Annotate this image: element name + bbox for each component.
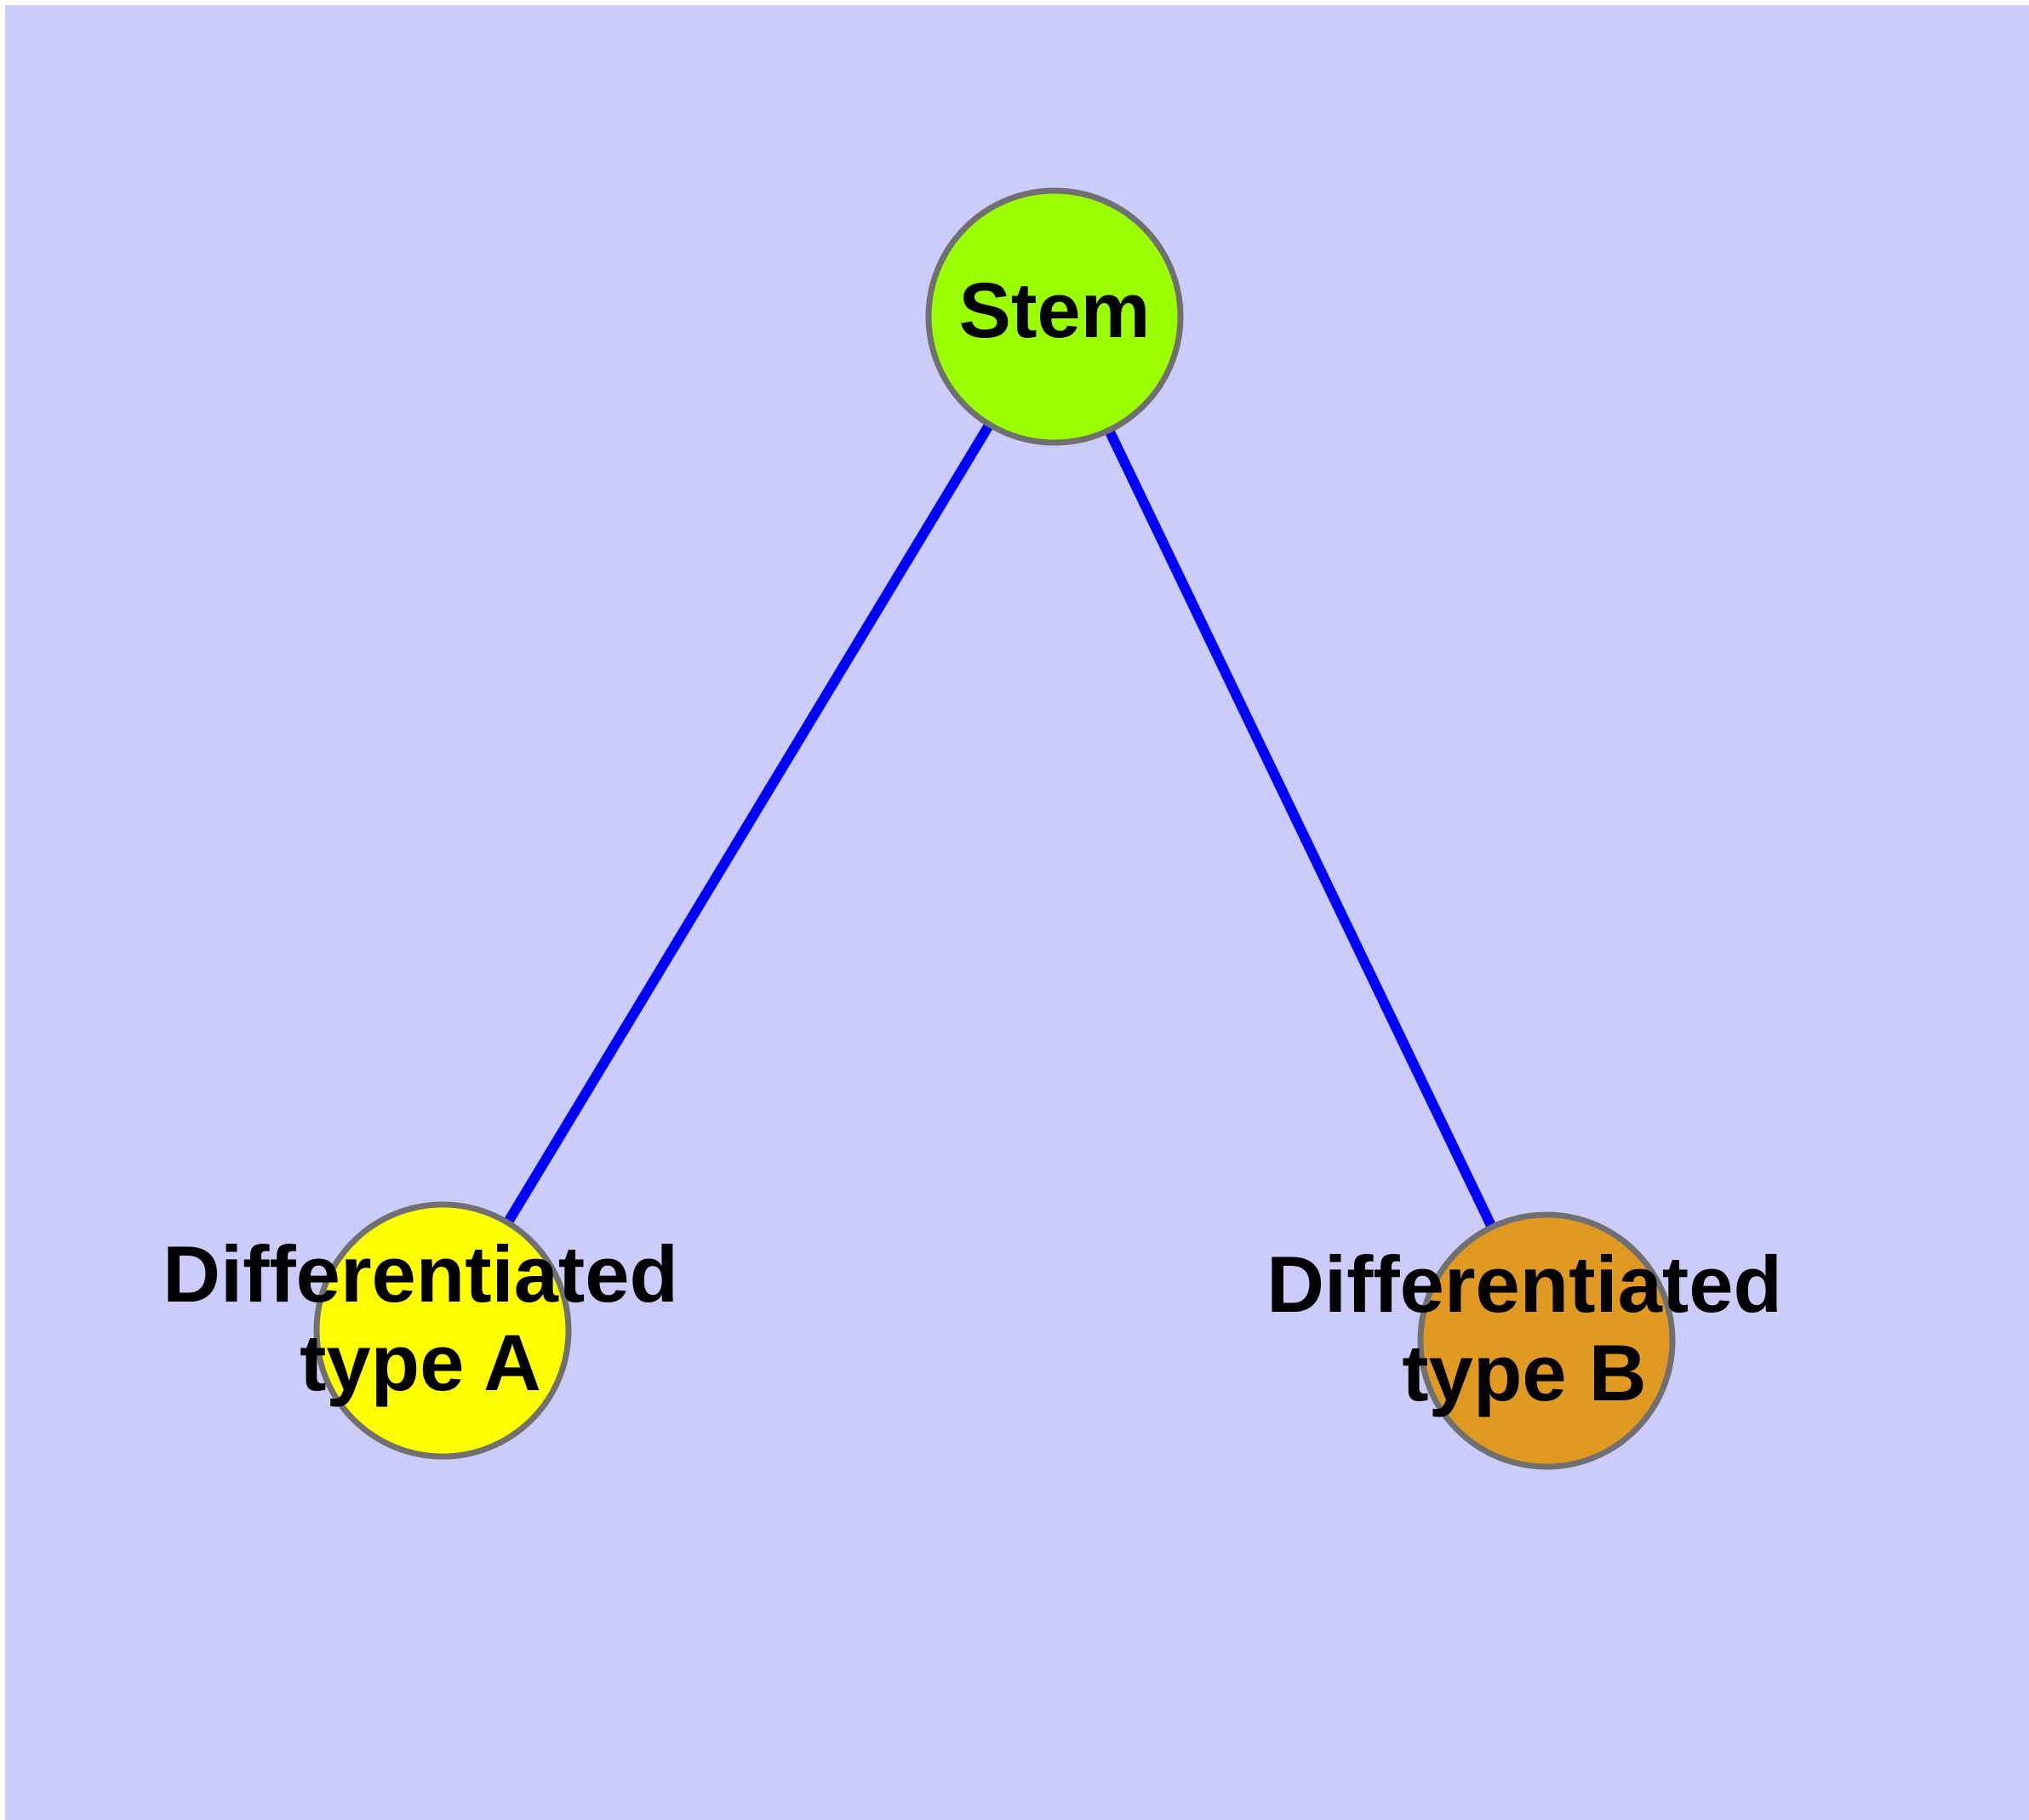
node-label-line: Differentiated [1266,1239,1782,1329]
node-label-line: type A [300,1318,541,1407]
node-circle-diff_a[interactable] [313,1201,572,1460]
edge-stem-b [1105,429,1496,1228]
edges-layer [504,423,1496,1228]
node-label-line: type B [1402,1328,1646,1417]
node-label-line: Differentiated [163,1229,678,1319]
edge-stem-a [504,423,993,1224]
node-circle-stem[interactable] [925,187,1184,446]
node-label-stem: Stem [959,267,1151,354]
nodes-layer [313,187,1676,1470]
node-label-line: Stem [959,267,1151,354]
node-circle-diff_b[interactable] [1417,1211,1676,1470]
